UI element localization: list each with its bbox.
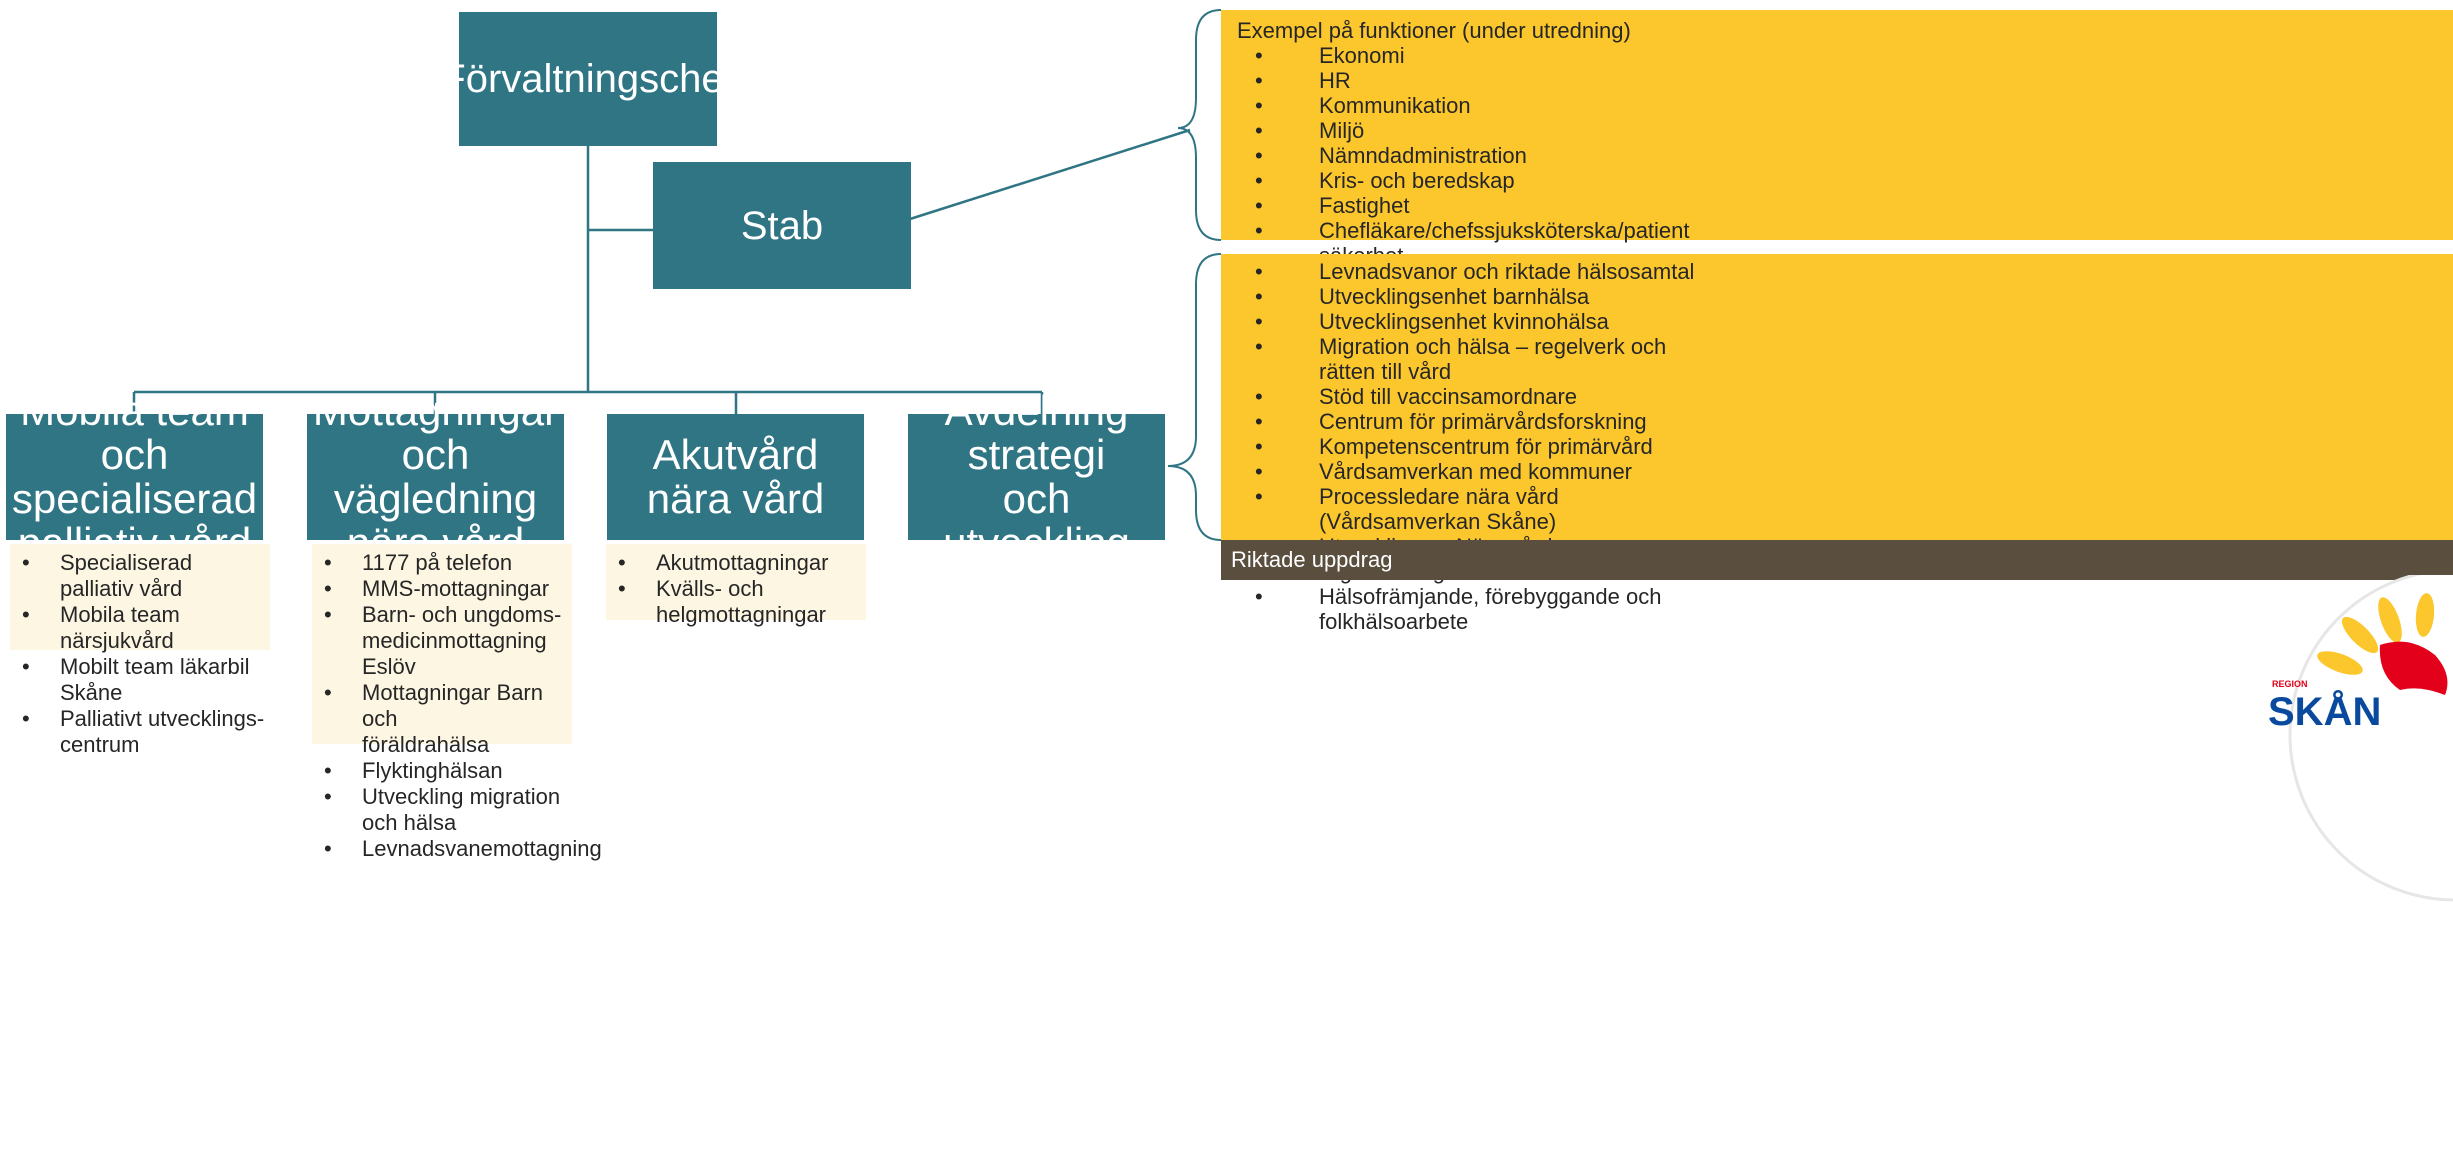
list-item: Akutmottagningar	[606, 550, 866, 576]
list-item: Mobilt team läkarbil Skåne	[10, 654, 270, 706]
division-box-mottagningar: Mottagningar och vägledning nära vård	[307, 389, 564, 565]
list-item: Kommunikation	[1237, 93, 2453, 118]
division-title-line: och specialiserad	[11, 431, 258, 522]
list-item: Kris- och beredskap	[1237, 168, 2453, 193]
list-item: Utvecklingsenhet barnhälsa	[1237, 284, 2453, 309]
staff-functions-heading: Exempel på funktioner (under utredning)	[1237, 18, 1631, 43]
division-title-line: Avdelning strategi	[944, 387, 1129, 478]
division-box-mobila-team: Mobila team och specialiserad palliativ …	[6, 389, 263, 565]
staff-functions-panel: Exempel på funktioner (under utredning) …	[1221, 10, 2453, 318]
list-item: 1177 på telefon	[312, 550, 572, 576]
list-item: HR	[1237, 68, 2453, 93]
division-title-line: vägledning nära vård	[333, 475, 538, 566]
division-title: Avdelning strategi och utveckling	[908, 389, 1165, 565]
list-item: Miljö	[1237, 118, 2453, 143]
list-item: Stöd till vaccinsamordnare	[1237, 384, 2453, 409]
division-title-line: Akutvård nära vård	[646, 431, 825, 522]
division-list: Specialiserad palliativ vårdMobila team …	[10, 550, 270, 758]
division-list: AkutmottagningarKvälls- ochhelgmottagnin…	[606, 550, 866, 628]
division-list: 1177 på telefonMMS-mottagningarBarn- och…	[312, 550, 602, 862]
list-item: Chefläkare/chefssjuksköterska/patientsäk…	[1237, 218, 2453, 268]
list-item: Ekonomi	[1237, 43, 2453, 68]
list-item: Utvecklingsenhet kvinnohälsa	[1237, 309, 2453, 334]
list-item: Levnadsvanemottagning	[312, 836, 602, 862]
list-item: Levnadsvanor och riktade hälsosamtal	[1237, 259, 2453, 284]
list-item: Flyktinghälsan	[312, 758, 572, 784]
strategy-functions-panel: Levnadsvanor och riktade hälsosamtalUtve…	[1221, 254, 2453, 634]
list-item: Specialiserad palliativ vård	[10, 550, 270, 602]
riktade-uppdrag-bar: Riktade uppdrag	[1221, 540, 2453, 580]
logo-small-text: REGION	[2272, 679, 2308, 689]
list-item: Palliativt utvecklings-centrum	[10, 706, 270, 758]
staff-label: Stab	[740, 203, 824, 248]
list-item: Barn- och ungdoms-medicinmottagning Eslö…	[312, 602, 572, 680]
logo-big-text: SKÅN	[2268, 689, 2381, 734]
top-manager-label: Förvaltningschef	[441, 57, 735, 101]
division-panel-akutvard: AkutmottagningarKvälls- ochhelgmottagnin…	[606, 544, 866, 627]
list-item: Vårdsamverkan med kommuner	[1237, 459, 2453, 484]
list-item: Migration och hälsa – regelverk ochrätte…	[1237, 334, 2453, 384]
list-item: Hälsofrämjande, förebyggande ochfolkhäls…	[1237, 584, 2453, 634]
division-box-akutvard: Akutvård nära vård	[607, 414, 864, 540]
region-skane-logo: REGION SKÅN	[2268, 575, 2453, 902]
list-item: Processledare nära vård(Vårdsamverkan Sk…	[1237, 484, 2453, 534]
division-panel-mottagningar: 1177 på telefonMMS-mottagningarBarn- och…	[312, 544, 602, 862]
top-manager-box: Förvaltningschef	[441, 12, 735, 146]
list-item: Nämndadministration	[1237, 143, 2453, 168]
list-item: Fastighet	[1237, 193, 2453, 218]
division-box-strategi: Avdelning strategi och utveckling	[908, 389, 1165, 565]
division-title: Mottagningar och vägledning nära vård	[307, 389, 564, 565]
division-title-line: och utveckling	[943, 475, 1130, 566]
list-item: Centrum för primärvårdsforskning	[1237, 409, 2453, 434]
division-title: Akutvård nära vård	[607, 433, 864, 521]
list-item: MMS-mottagningar	[312, 576, 572, 602]
list-item: Mobila team närsjukvård	[10, 602, 270, 654]
division-title: Mobila team och specialiserad palliativ …	[6, 389, 263, 565]
division-panel-mobila-team: Specialiserad palliativ vårdMobila team …	[10, 544, 270, 757]
riktade-uppdrag-label: Riktade uppdrag	[1231, 547, 1393, 572]
list-item: Kompetenscentrum för primärvård	[1237, 434, 2453, 459]
division-title-line: Mottagningar och	[312, 387, 559, 478]
staff-box: Stab	[653, 162, 911, 289]
division-title-line: Mobila team	[20, 387, 249, 434]
